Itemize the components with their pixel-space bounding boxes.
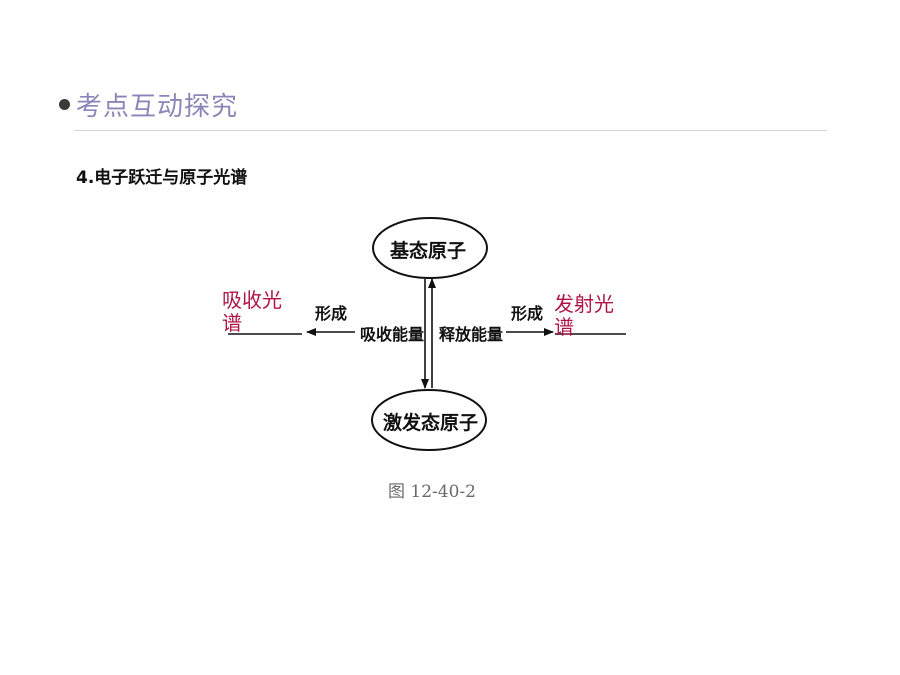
section-title: 4.电子跃迁与原子光谱 xyxy=(76,168,248,188)
header-bullet xyxy=(59,99,70,110)
absorption-spectrum-line1: 吸收光 xyxy=(222,288,282,312)
figure-caption: 图 12-40-2 xyxy=(388,482,476,502)
excited-state-label: 激发态原子 xyxy=(383,412,479,434)
emission-spectrum-label: 发射光 谱 xyxy=(554,293,614,339)
form-label-left: 形成 xyxy=(315,304,348,323)
excited-state-ellipse xyxy=(371,389,487,451)
absorption-spectrum-line2: 谱 xyxy=(222,311,242,335)
absorb-energy-label: 吸收能量 xyxy=(360,325,425,344)
absorption-spectrum-label: 吸收光 谱 xyxy=(222,289,282,335)
release-energy-label: 释放能量 xyxy=(439,325,504,344)
emission-spectrum-line2: 谱 xyxy=(554,315,574,339)
page-title: 考点互动探究 xyxy=(76,92,239,122)
header-divider xyxy=(74,130,827,131)
form-label-right: 形成 xyxy=(511,304,544,323)
emission-spectrum-line1: 发射光 xyxy=(554,292,614,316)
ground-state-label: 基态原子 xyxy=(390,240,467,262)
